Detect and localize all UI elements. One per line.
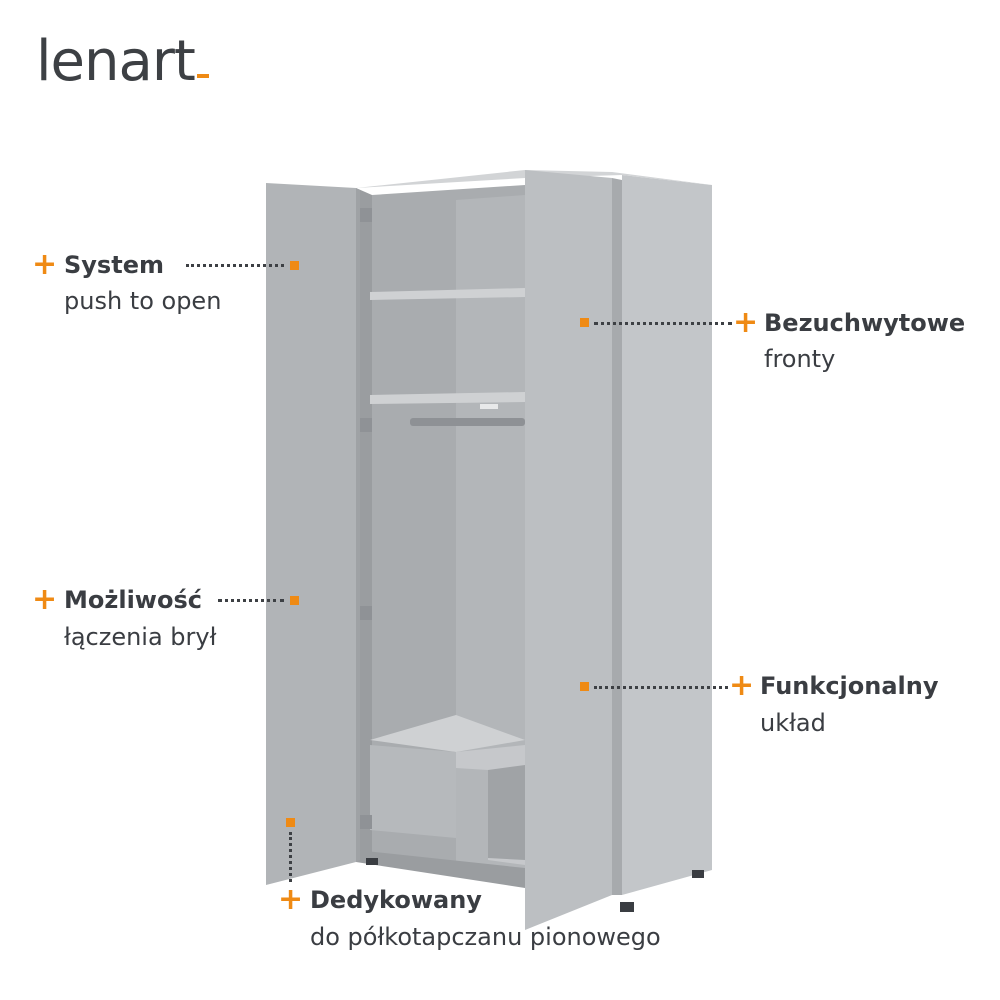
callout-dotted-line [186,264,284,267]
shelf-lower [370,392,525,404]
leg-2 [620,902,634,912]
right-door-edge [612,178,622,895]
bottom-box-front [370,745,456,838]
cabinet-side-panel [622,175,712,895]
callout-marker [290,261,299,270]
callout-dotted-line [594,686,728,689]
hinge-1 [360,208,372,222]
hinge-2 [360,418,372,432]
shelf-upper [370,288,525,300]
brand-logo: lenart [36,22,209,102]
callout-title: Bezuchwytowe [764,309,966,337]
rail-holder [480,404,498,409]
callout-title: Dedykowany [310,886,482,914]
logo-underscore-mark [196,74,209,78]
cabinet-top [356,170,712,188]
bottom-box-top [370,715,525,752]
cabinet-back-panel [456,195,525,878]
left-door [266,183,356,885]
plus-icon: + [733,305,759,340]
plus-icon: + [729,668,755,703]
callout-title: System [64,251,164,279]
left-door-edge [356,188,360,862]
hinge-3 [360,606,372,620]
callout-title: Funkcjonalny [760,672,939,700]
callout-subtitle: układ [760,709,826,737]
callout-dotted-line [289,832,292,882]
right-door [525,170,612,930]
callout-dotted-line [594,322,732,325]
callout-dotted-line [218,599,284,602]
brand-logo-text: lenart [36,29,196,94]
bottom-box-opening [488,765,525,860]
plus-icon: + [32,582,58,617]
callout-title: Możliwość [64,586,202,614]
callout-marker [580,318,589,327]
leg-1 [366,858,378,865]
leg-3 [692,870,704,878]
hinge-4 [360,815,372,829]
callout-subtitle: łączenia brył [64,623,217,651]
plus-icon: + [32,247,58,282]
callout-subtitle: fronty [764,345,836,373]
hanging-rail [410,418,525,426]
callout-subtitle: do półkotapczanu pionowego [310,923,661,951]
cabinet-floor [356,850,525,888]
callout-marker [290,596,299,605]
plus-icon: + [278,882,304,917]
callout-marker [286,818,295,827]
callout-marker [580,682,589,691]
callout-subtitle: push to open [64,287,222,315]
